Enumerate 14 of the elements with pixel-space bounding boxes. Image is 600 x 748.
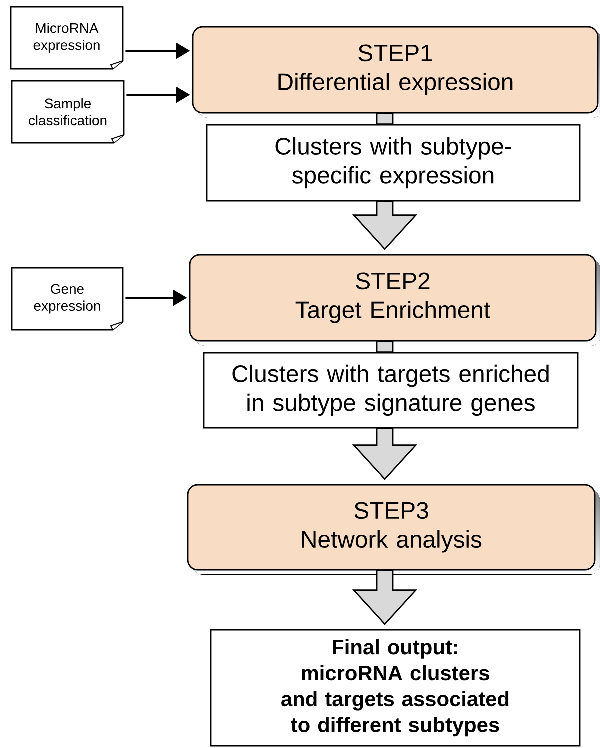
result-box: Final output: microRNA clusters and targets associated to different subtypes: [210, 629, 581, 747]
block-arrow: [352, 201, 418, 250]
output-box: Clusters with subtype-specific expression: [206, 124, 581, 202]
output-box: Clusters with targets enriched in subtype signature genes: [203, 352, 579, 429]
document-box: Gene expression: [11, 267, 124, 331]
process-box: STEP2 Target Enrichment: [189, 254, 600, 346]
block-arrow: [352, 570, 418, 626]
connector-bar: [376, 113, 394, 125]
connector-bar: [376, 341, 394, 353]
process-box: STEP1 Differential expression: [192, 26, 600, 118]
block-arrow: [352, 428, 418, 480]
document-box: MicroRNA expression: [10, 6, 124, 70]
document-box: Sample classification: [11, 80, 125, 144]
process-box: STEP3 Network analysis: [187, 484, 600, 575]
